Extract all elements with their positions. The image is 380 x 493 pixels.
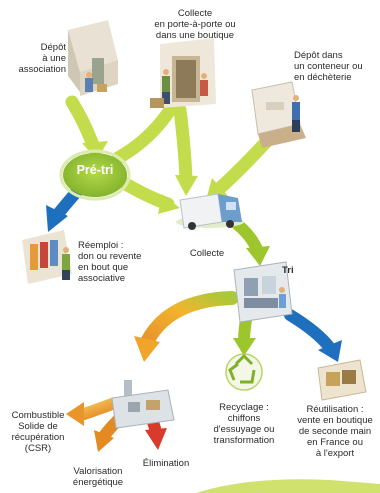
- collection-truck-illustration: [176, 193, 244, 230]
- arrowhead-plant-to-elimination: [145, 428, 167, 450]
- label-depot-conteneur: Dépôt dans un conteneur ou en déchèterie: [294, 50, 363, 83]
- label-csr: Combustible Solide de récupération (CSR): [11, 410, 65, 454]
- arrowhead-collecte-to-tri: [246, 246, 270, 266]
- label-collecte-porte-a-porte: Collecte en porte-à-porte ou dans une bo…: [154, 8, 236, 41]
- door-to-door-illustration: [150, 38, 216, 108]
- bottom-green-swoosh: [196, 479, 380, 493]
- reuse-shop-illustration: [22, 230, 72, 284]
- arrow-tri-to-reutilisation: [284, 309, 336, 354]
- sorting-facility-illustration: [233, 261, 293, 323]
- arrowhead-pretri-to-collecte: [158, 194, 180, 214]
- container-illustration: [251, 81, 306, 148]
- association-building-illustration: [68, 20, 118, 96]
- arrowhead-plant-to-valorisation: [94, 430, 114, 452]
- arrow-porte-to-collecte: [173, 103, 193, 187]
- arrow-association-to-pretri: [65, 95, 101, 155]
- arrowhead-conteneur-to-collecte: [206, 178, 228, 200]
- arrowhead-tri-to-csr: [134, 336, 160, 362]
- energy-plant-illustration: [111, 380, 175, 429]
- arrowhead-plant-to-csr: [66, 402, 84, 426]
- reuse-export-illustration: [317, 359, 367, 401]
- label-elimination: Élimination: [142, 458, 190, 469]
- label-reutilisation: Réutilisation : vente en boutique de sec…: [297, 404, 373, 459]
- label-collecte: Collecte: [189, 248, 225, 259]
- arrowhead-pretri-to-reemploi: [46, 205, 68, 232]
- arrow-conteneur-to-collecte: [213, 133, 275, 195]
- label-reemploi: Réemploi : don ou revente en bout que as…: [78, 240, 142, 284]
- arrowhead-porte-to-collecte: [175, 175, 198, 196]
- arrow-tri-to-csr: [141, 291, 239, 347]
- arrow-plant-to-csr: [78, 398, 118, 420]
- arrow-porte-to-pretri: [111, 103, 177, 165]
- label-tri: Tri: [282, 265, 294, 276]
- label-valorisation: Valorisation énergétique: [72, 466, 124, 488]
- recycling-symbol-illustration: [225, 353, 263, 391]
- label-recyclage: Recyclage : chiffons d'essuyage ou trans…: [213, 402, 275, 446]
- label-depot-association: Dépôt à une association: [18, 42, 66, 75]
- label-pre-tri: Pré-tri: [76, 163, 114, 177]
- pretri-node: [59, 149, 131, 201]
- arrowhead-tri-to-reutilisation: [318, 340, 342, 362]
- arrowhead-tri-to-recyclage: [233, 338, 256, 356]
